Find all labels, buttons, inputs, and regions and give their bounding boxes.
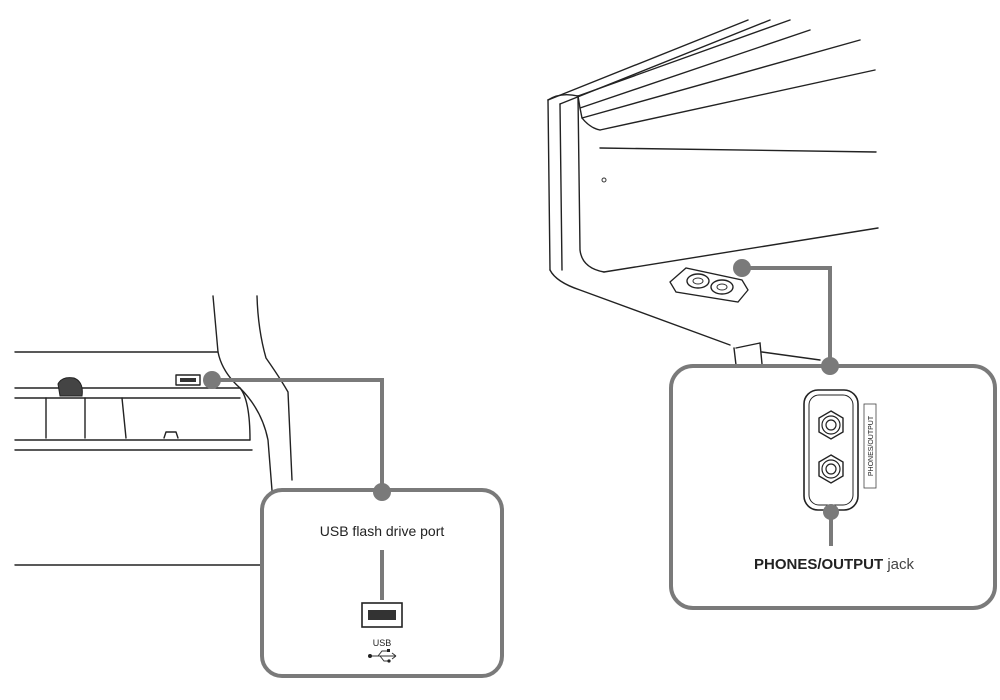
phones-callout: PHONES/OUTPUT PHONES/OUTPUT jack <box>669 259 997 610</box>
jack-plate-on-body <box>669 267 749 303</box>
piano-right-illustration <box>547 19 879 366</box>
usb-icon-text: USB <box>373 638 392 648</box>
jack-upper-icon <box>818 410 844 440</box>
jack-lower-icon <box>818 454 844 484</box>
usb-trident-icon <box>368 649 397 663</box>
usb-callout: USB flash drive port USB <box>203 371 504 678</box>
phones-label-rest: jack <box>883 556 914 573</box>
usb-port-icon <box>361 602 403 628</box>
phones-panel-text: PHONES/OUTPUT <box>868 415 875 476</box>
usb-callout-title: USB flash drive port <box>320 523 445 539</box>
phones-output-jack-panel <box>803 389 859 511</box>
piano-left-illustration <box>14 295 293 567</box>
phones-label-bold: PHONES/OUTPUT <box>754 556 883 573</box>
phones-callout-label: PHONES/OUTPUT jack <box>754 556 915 573</box>
